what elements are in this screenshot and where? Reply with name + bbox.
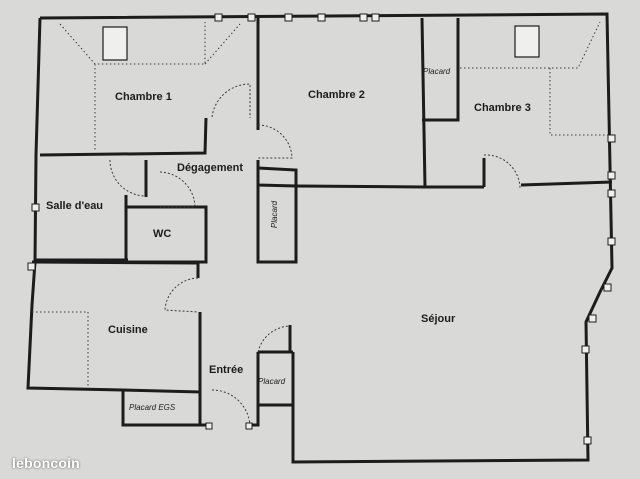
window-sejour-2 [607,237,616,246]
window-cuisine [27,262,36,271]
window-chambre2-1 [284,13,293,22]
room-label-entree: Entrée [209,364,244,376]
dotted-chambre1-right [204,23,241,65]
room-label-salle-eau: Salle d'eau [46,200,104,212]
room-label-chambre3: Chambre 3 [474,102,531,114]
door-swing-salle-eau [109,159,147,197]
room-label-chambre2: Chambre 2 [308,89,365,101]
door-swing-cuisine [164,277,199,313]
window-sejour-1 [607,189,616,198]
placard-label-entree: Placard [258,377,286,386]
window-chambre2-3 [359,13,368,22]
windows [27,13,616,445]
dotted-cuisine [32,311,89,388]
wall-chambre3-bottom-right [520,180,613,187]
door-swing-chambre1 [211,83,251,118]
exterior-wall-left [26,17,124,392]
door-swings [109,83,521,426]
door-swing-wc [159,171,196,208]
room-label-sejour: Séjour [421,313,456,325]
skylight-chambre1 [102,26,128,61]
window-entree-1 [205,422,213,430]
dotted-chambre1-top [59,22,206,65]
door-swing-chambre3 [483,154,521,189]
exterior-walls [26,12,614,464]
room-label-degagement: Dégagement [177,162,244,174]
placard-label-chambre3: Placard [423,67,451,76]
window-salle-eau [31,203,40,212]
window-chambre1-1 [214,13,223,22]
window-chambre3-2 [607,171,616,180]
window-chambre2-2 [317,13,326,22]
placard-label-hall: Placard [270,200,280,229]
leboncoin-watermark: leboncoin [12,455,80,471]
skylight-chambre3 [514,25,540,58]
exterior-wall-right [39,12,614,464]
wall-wc [124,205,208,264]
window-chambre3-1 [607,134,616,143]
window-sejour-4 [588,314,597,323]
wall-placard-hall [256,166,298,264]
window-chambre1-2 [247,13,256,22]
room-label-chambre1: Chambre 1 [115,91,172,103]
door-swing-placard-entree [257,325,291,353]
interior-walls [31,17,613,427]
room-label-wc: WC [153,228,172,240]
door-swing-entree [211,389,251,426]
wall-placard-chambre3 [422,18,460,122]
wall-cuisine-top [31,260,200,278]
window-chambre2-4 [371,13,380,22]
door-swing-chambre2 [257,124,293,159]
wall-cuisine-right [121,312,202,427]
wall-chambre2-chambre3 [420,17,427,188]
roof-dotted-lines [32,21,610,388]
wall-chambre1-bottom [39,117,208,157]
window-sejour-3 [603,283,612,292]
window-sejour-5 [581,345,590,354]
placard-label-egs: Placard EGS [129,403,176,412]
window-sejour-6 [583,436,592,445]
window-entree-2 [245,422,253,430]
room-label-cuisine: Cuisine [108,324,148,336]
skylights [102,25,540,61]
